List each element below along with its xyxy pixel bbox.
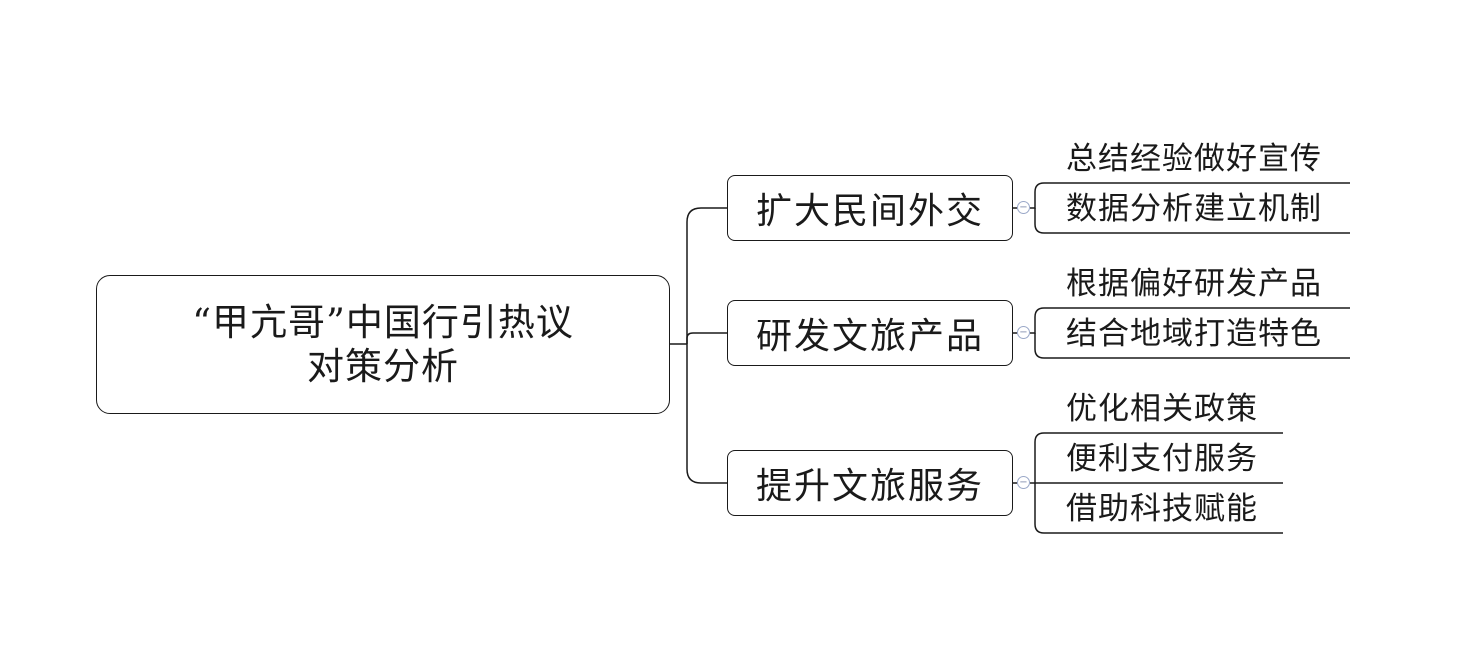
branch-label: 扩大民间外交 [755,191,984,232]
branch-connector-1 [686,332,727,344]
leaf-node[interactable]: 便利支付服务 [1066,441,1258,477]
minus-circle-icon[interactable]: − [1017,476,1030,489]
branch-label: 研发文旅产品 [755,316,984,357]
leaf-connector-1-0 [1030,307,1350,334]
branch-connector-0 [686,207,727,344]
leaf-node[interactable]: 总结经验做好宣传 [1066,141,1322,177]
minus-circle-icon[interactable]: − [1017,326,1030,339]
branch-node-develop-products[interactable]: 研发文旅产品 [727,300,1013,366]
branch-connector-2 [686,344,727,484]
leaf-node[interactable]: 根据偏好研发产品 [1066,266,1322,302]
leaf-connector-0-1 [1034,208,1350,234]
leaf-node[interactable]: 数据分析建立机制 [1066,191,1322,227]
leaf-connector-2-2 [1034,483,1283,534]
leaf-node[interactable]: 优化相关政策 [1066,391,1258,427]
branch-node-improve-services[interactable]: 提升文旅服务 [727,450,1013,516]
root-title: “甲亢哥”中国行引热议 对策分析 [192,300,574,388]
branch-node-expand-diplomacy[interactable]: 扩大民间外交 [727,175,1013,241]
leaf-node[interactable]: 借助科技赋能 [1066,491,1258,527]
leaf-connector-2-0 [1030,432,1283,484]
leaf-connector-0-0 [1030,182,1350,209]
leaf-connector-1-1 [1034,333,1350,359]
root-node[interactable]: “甲亢哥”中国行引热议 对策分析 [96,275,670,414]
minus-circle-icon[interactable]: − [1017,201,1030,214]
branch-label: 提升文旅服务 [755,466,984,507]
leaf-node[interactable]: 结合地域打造特色 [1066,316,1322,352]
